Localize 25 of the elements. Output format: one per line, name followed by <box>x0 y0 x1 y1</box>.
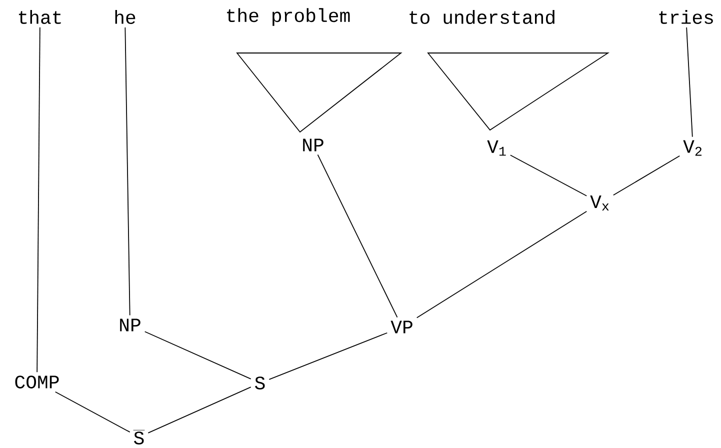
word-label: the problem <box>227 8 350 26</box>
branch-line <box>124 26 130 316</box>
branch-line <box>36 26 40 373</box>
branch-line <box>510 154 588 196</box>
category-label: NP <box>120 318 140 332</box>
branch-line <box>317 154 398 318</box>
word-label: tries <box>659 10 713 24</box>
branch-line <box>612 155 680 196</box>
category-label: S <box>133 430 145 444</box>
branch-line <box>686 26 693 138</box>
category-label: NP <box>303 138 324 152</box>
branch-line <box>144 331 252 380</box>
category-label: COMP <box>15 376 59 388</box>
branch-line <box>148 386 252 434</box>
branch-line <box>268 332 388 380</box>
category-label: S <box>255 376 265 390</box>
word-label: to understand <box>410 10 554 24</box>
category-label: V$_{1}$ <box>487 140 506 156</box>
category-label: V$_{2}$ <box>683 140 702 156</box>
branch-line <box>54 391 130 433</box>
category-label: V$_{x}$ <box>590 195 609 211</box>
word-label: he <box>115 10 136 24</box>
category-label: VP <box>390 320 412 334</box>
word-label: that <box>18 10 61 24</box>
branch-line <box>416 210 588 318</box>
